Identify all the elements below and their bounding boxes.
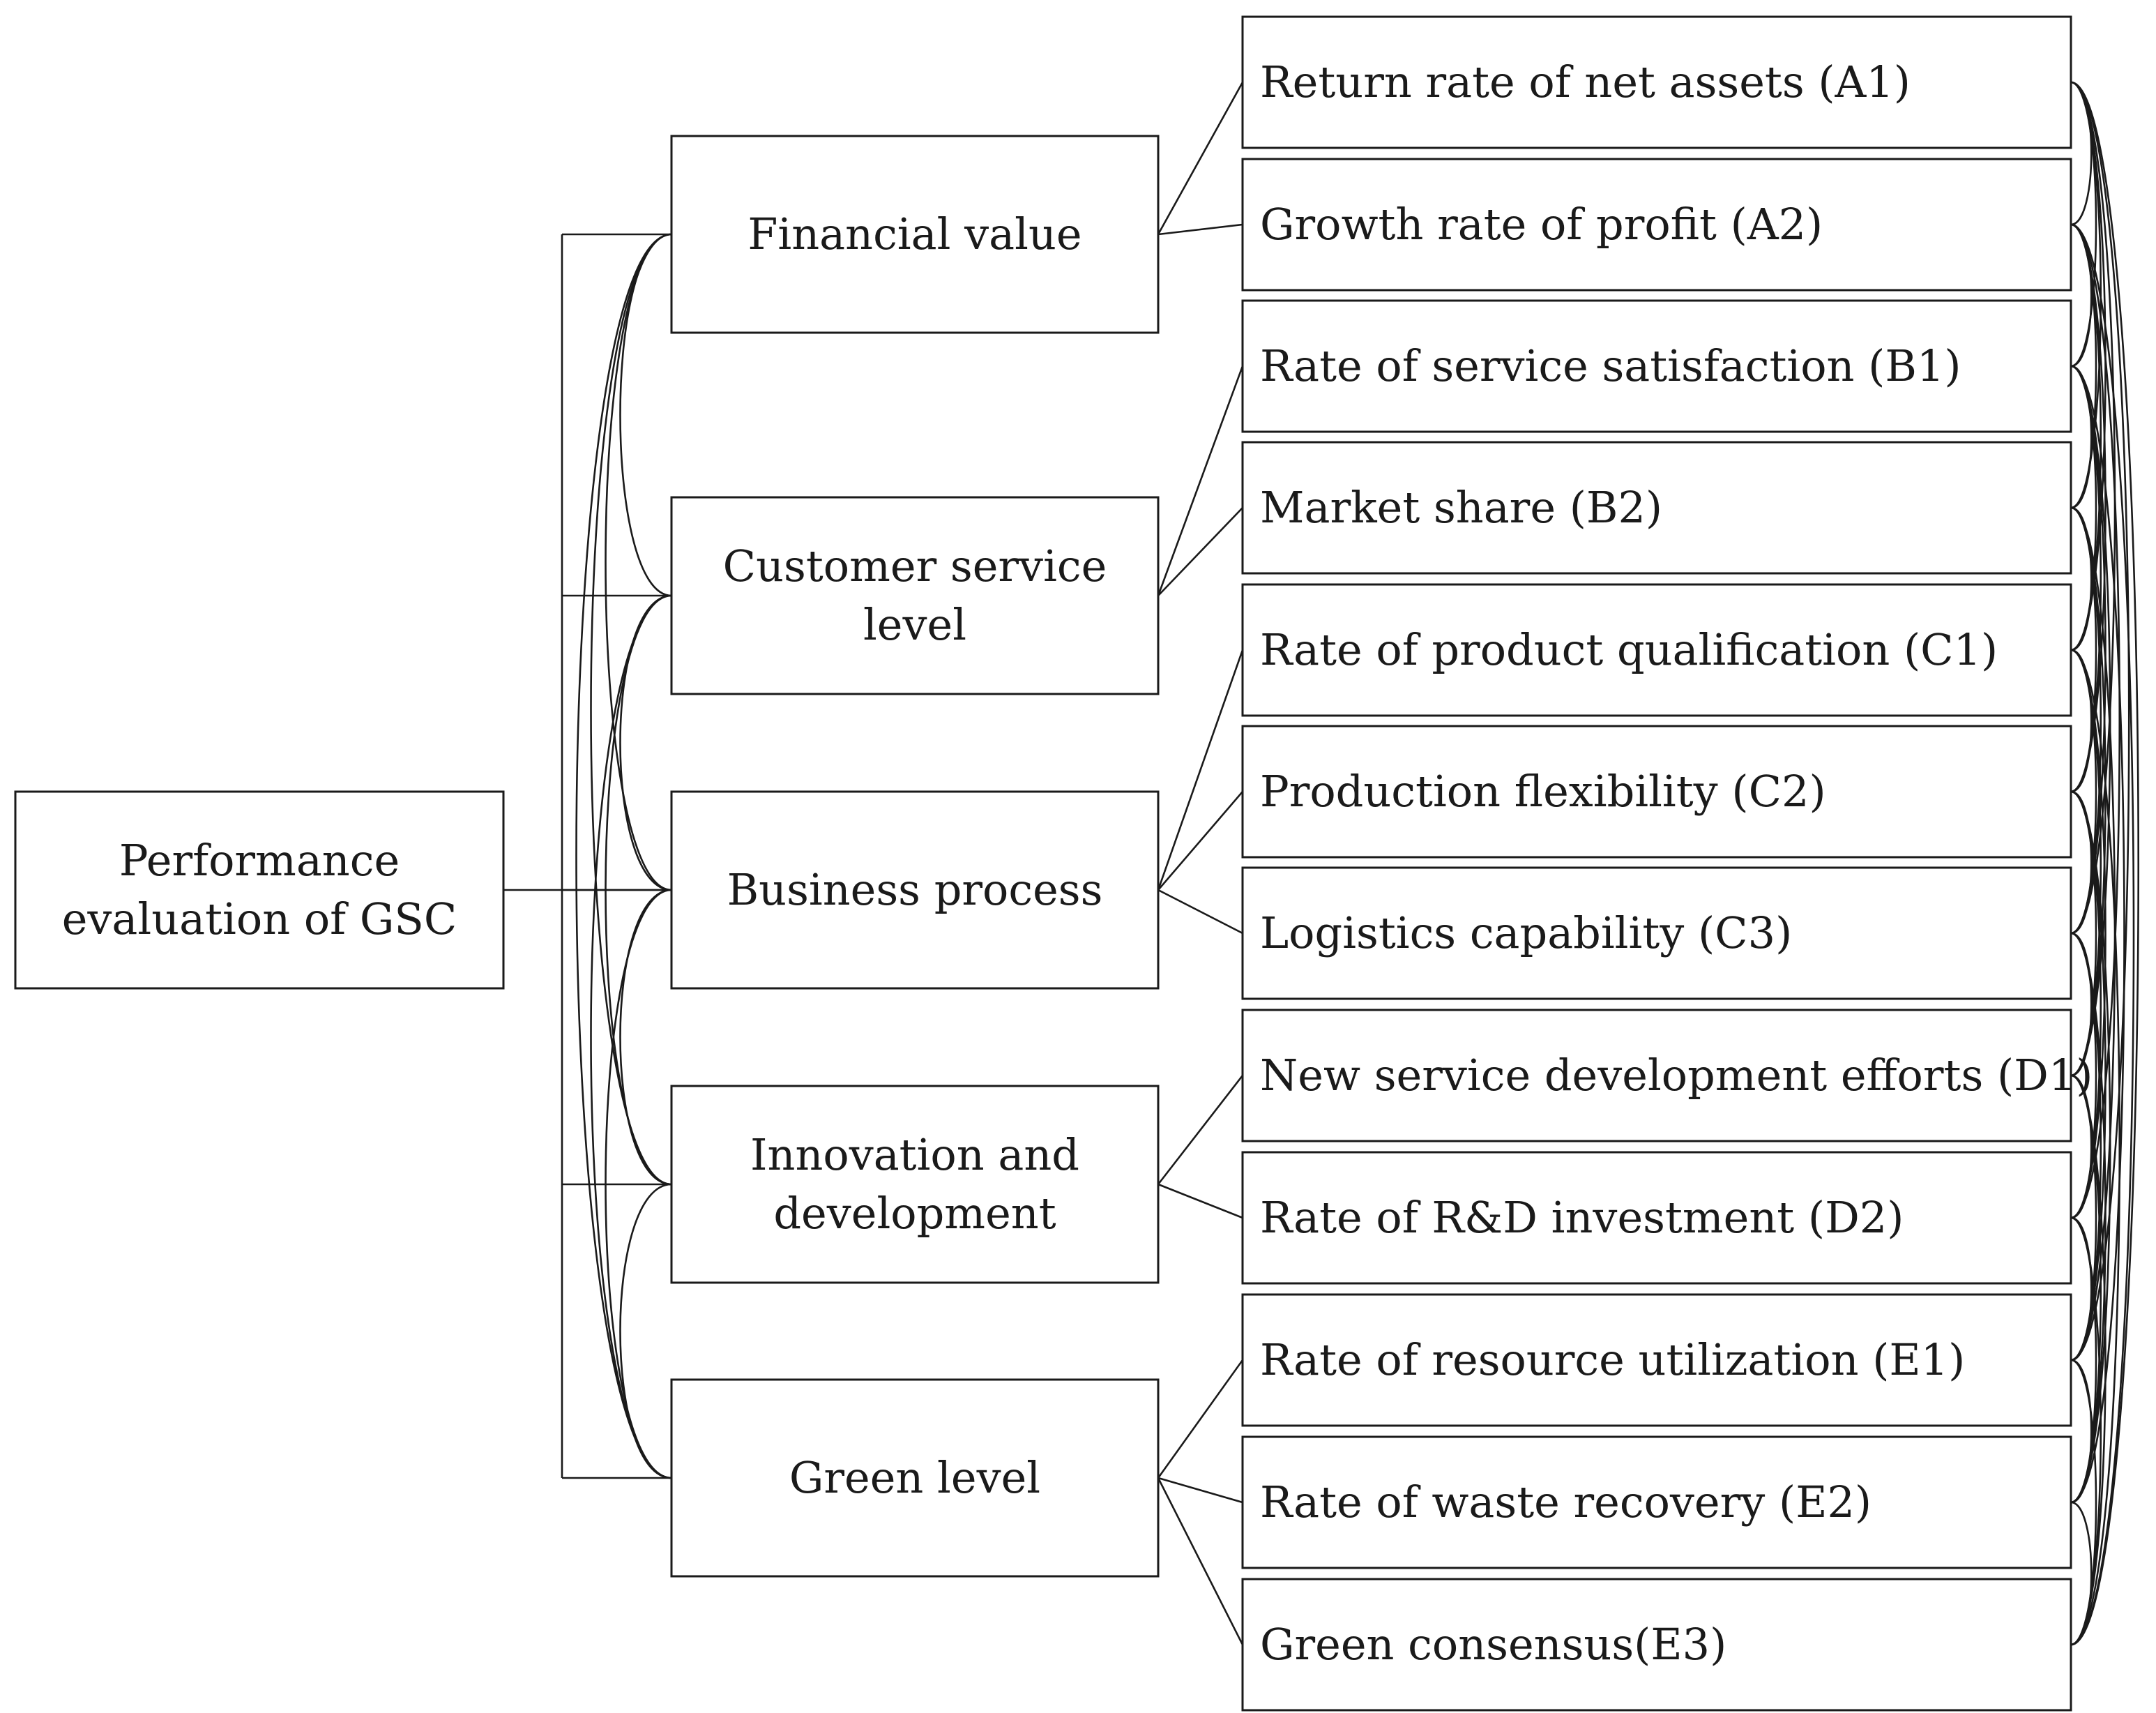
indicator-box-c1: Rate of product qualification (C1) bbox=[1241, 583, 2072, 717]
dimension-box-a: Financial value bbox=[670, 135, 1160, 334]
indicator-link bbox=[1157, 1075, 1244, 1185]
dimension-box-b-border bbox=[670, 496, 1160, 695]
indicator-box-b2: Market share (B2) bbox=[1241, 441, 2072, 575]
indicator-box-border bbox=[1241, 158, 2072, 292]
indicator-label: Rate of waste recovery (E2) bbox=[1260, 1477, 1872, 1527]
indicator-box-c2: Production flexibility (C2) bbox=[1241, 725, 2072, 859]
indicator-box-border bbox=[1241, 725, 2072, 859]
indicator-label: Rate of R&D investment (D2) bbox=[1260, 1192, 1904, 1243]
indicator-link bbox=[1157, 507, 1243, 596]
indicator-label: New service development efforts (D1) bbox=[1260, 1050, 2093, 1101]
dimension-relation-arc bbox=[575, 233, 672, 1479]
indicator-label: Market share (B2) bbox=[1260, 482, 1662, 533]
indicator-box-e1: Rate of resource utilization (E1) bbox=[1241, 1293, 2072, 1427]
indicator-box-a2: Growth rate of profit (A2) bbox=[1241, 158, 2072, 292]
indicator-box-border bbox=[1241, 1151, 2072, 1285]
dimension-box-c-border bbox=[670, 790, 1160, 990]
indicator-box-border bbox=[1241, 299, 2072, 433]
indicator-relation-arc bbox=[2070, 1359, 2097, 1646]
dimension-relation-arc bbox=[605, 233, 672, 891]
dimension-box-e: Green level bbox=[670, 1378, 1160, 1578]
indicator-relation-arc bbox=[2070, 649, 2093, 793]
indicator-box-d1: New service development efforts (D1) bbox=[1241, 1009, 2093, 1142]
indicator-box-border bbox=[1241, 1009, 2072, 1142]
indicator-label: Return rate of net assets (A1) bbox=[1260, 56, 1911, 107]
indicator-label: Rate of resource utilization (E1) bbox=[1260, 1334, 1965, 1385]
dimension-relation-arc bbox=[619, 1183, 672, 1479]
indicator-link bbox=[1157, 223, 1243, 236]
indicator-label: Growth rate of profit (A2) bbox=[1260, 199, 1823, 250]
dimension-relation-arc bbox=[590, 594, 672, 1479]
dimension-relation-arc bbox=[619, 594, 672, 891]
indicator-box-d2: Rate of R&D investment (D2) bbox=[1241, 1151, 2072, 1285]
indicator-link bbox=[1157, 1183, 1243, 1219]
dimension-box-d-border bbox=[670, 1085, 1160, 1284]
root-box: Performance evaluation of GSC bbox=[14, 790, 505, 990]
indicator-relation-arc bbox=[2070, 506, 2093, 651]
dimension-box-b: Customer service level bbox=[670, 496, 1160, 695]
indicator-box-border bbox=[1241, 1435, 2072, 1569]
indicator-label: Production flexibility (C2) bbox=[1260, 766, 1826, 817]
indicator-label: Logistics capability (C3) bbox=[1260, 907, 1792, 958]
indicator-link bbox=[1157, 82, 1244, 235]
dimension-box-e-border bbox=[670, 1378, 1160, 1578]
dimension-box-e-label: Green level bbox=[789, 1452, 1040, 1503]
indicator-box-border bbox=[1241, 441, 2072, 575]
connector-lines bbox=[503, 81, 2140, 1646]
indicator-box-c3: Logistics capability (C3) bbox=[1241, 866, 2072, 1000]
indicator-relation-arc bbox=[2070, 365, 2093, 509]
indicator-box-e3: Green consensus(E3) bbox=[1241, 1578, 2072, 1712]
indicator-label: Rate of product qualification (C1) bbox=[1260, 624, 1998, 675]
dimension-box-a-label: Financial value bbox=[747, 209, 1081, 259]
indicator-link bbox=[1157, 1477, 1243, 1504]
dimension-relation-arc bbox=[605, 889, 672, 1479]
dimension-box-b-label: level bbox=[863, 599, 966, 650]
indicator-label: Rate of service satisfaction (B1) bbox=[1260, 340, 1961, 391]
dimension-box-c: Business process bbox=[670, 790, 1160, 990]
dimension-relation-arc bbox=[619, 889, 672, 1186]
indicator-box-b1: Rate of service satisfaction (B1) bbox=[1241, 299, 2072, 433]
indicator-relation-arc bbox=[2070, 1359, 2093, 1504]
indicator-link bbox=[1157, 1359, 1244, 1479]
dimension-relation-arc bbox=[590, 233, 672, 1186]
indicator-link bbox=[1157, 889, 1243, 935]
indicator-relation-arc bbox=[2070, 365, 2125, 1504]
dimension-box-c-label: Business process bbox=[727, 864, 1103, 915]
indicator-box-border bbox=[1241, 1293, 2072, 1427]
indicator-relation-arc bbox=[2070, 1501, 2093, 1646]
diagram-boxes: Performance evaluation of GSC Financial va… bbox=[14, 15, 2093, 1712]
root-box-border bbox=[14, 790, 505, 990]
indicator-box-border bbox=[1241, 866, 2072, 1000]
indicator-box-e2: Rate of waste recovery (E2) bbox=[1241, 1435, 2072, 1569]
dimension-box-b-label: Customer service bbox=[723, 541, 1107, 591]
indicator-link bbox=[1157, 1477, 1244, 1645]
indicator-box-border bbox=[1241, 15, 2072, 149]
indicator-relation-arc bbox=[2070, 649, 2121, 1646]
dimension-box-d-label: Innovation and bbox=[750, 1129, 1079, 1180]
indicator-link bbox=[1157, 365, 1244, 596]
indicator-label: Green consensus(E3) bbox=[1260, 1619, 1726, 1670]
indicator-relation-arc bbox=[2070, 223, 2135, 1646]
dimension-box-d-label: development bbox=[773, 1188, 1056, 1239]
indicator-box-a1: Return rate of net assets (A1) bbox=[1241, 15, 2072, 149]
indicator-link bbox=[1157, 791, 1243, 891]
indicator-box-border bbox=[1241, 583, 2072, 717]
dimension-box-d: Innovation and development bbox=[670, 1085, 1160, 1284]
indicator-relation-arc bbox=[2070, 790, 2093, 935]
root-box-label: evaluation of GSC bbox=[62, 893, 457, 944]
root-box-label: Performance bbox=[119, 835, 400, 886]
indicator-box-border bbox=[1241, 1578, 2072, 1712]
dimension-box-a-border bbox=[670, 135, 1160, 334]
dimension-relation-arc bbox=[619, 233, 672, 597]
indicator-link bbox=[1157, 649, 1244, 891]
